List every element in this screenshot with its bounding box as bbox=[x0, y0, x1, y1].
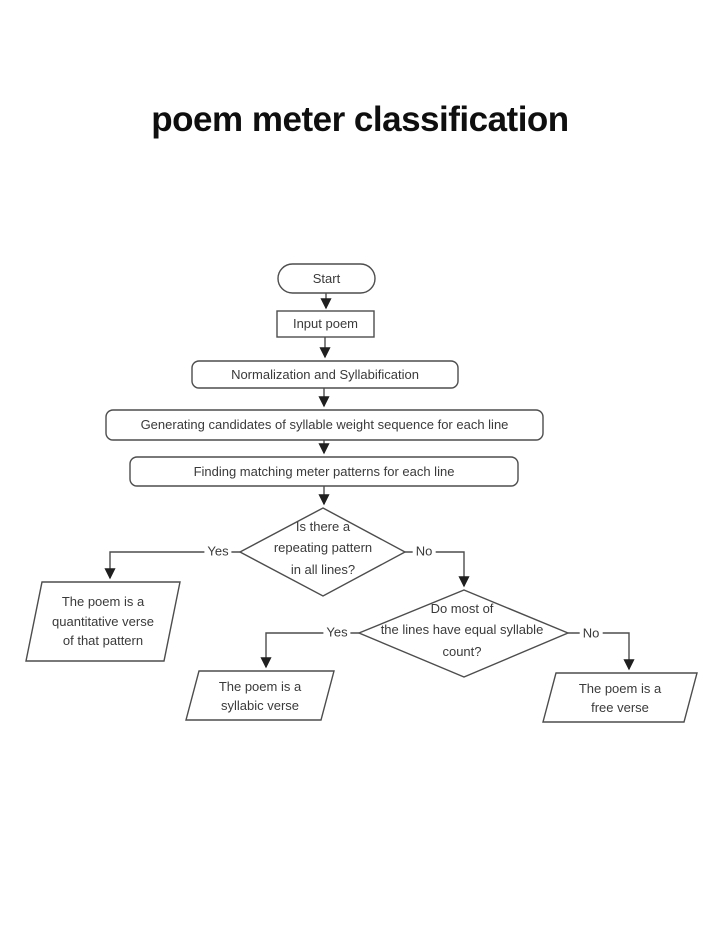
decision1-yes-label: Yes bbox=[204, 543, 232, 559]
normalization-shape bbox=[191, 360, 459, 389]
finding-shape bbox=[129, 456, 519, 487]
page-title: poem meter classification bbox=[151, 100, 569, 139]
start-terminator-shape bbox=[277, 263, 376, 294]
edge-decision1-yes-to-quantitative bbox=[104, 551, 240, 580]
decision2-diamond-shape bbox=[357, 589, 570, 678]
generating-shape bbox=[105, 409, 544, 441]
decision2-yes-label: Yes bbox=[323, 624, 351, 640]
free-verse-parallelogram-shape bbox=[542, 672, 698, 723]
decision2-no-label: No bbox=[579, 625, 603, 641]
input-poem-shape bbox=[276, 310, 375, 338]
decision1-diamond-shape bbox=[238, 507, 407, 597]
decision1-no-label: No bbox=[412, 543, 436, 559]
syllabic-parallelogram-shape bbox=[185, 670, 335, 721]
quantitative-parallelogram-shape bbox=[25, 581, 181, 662]
